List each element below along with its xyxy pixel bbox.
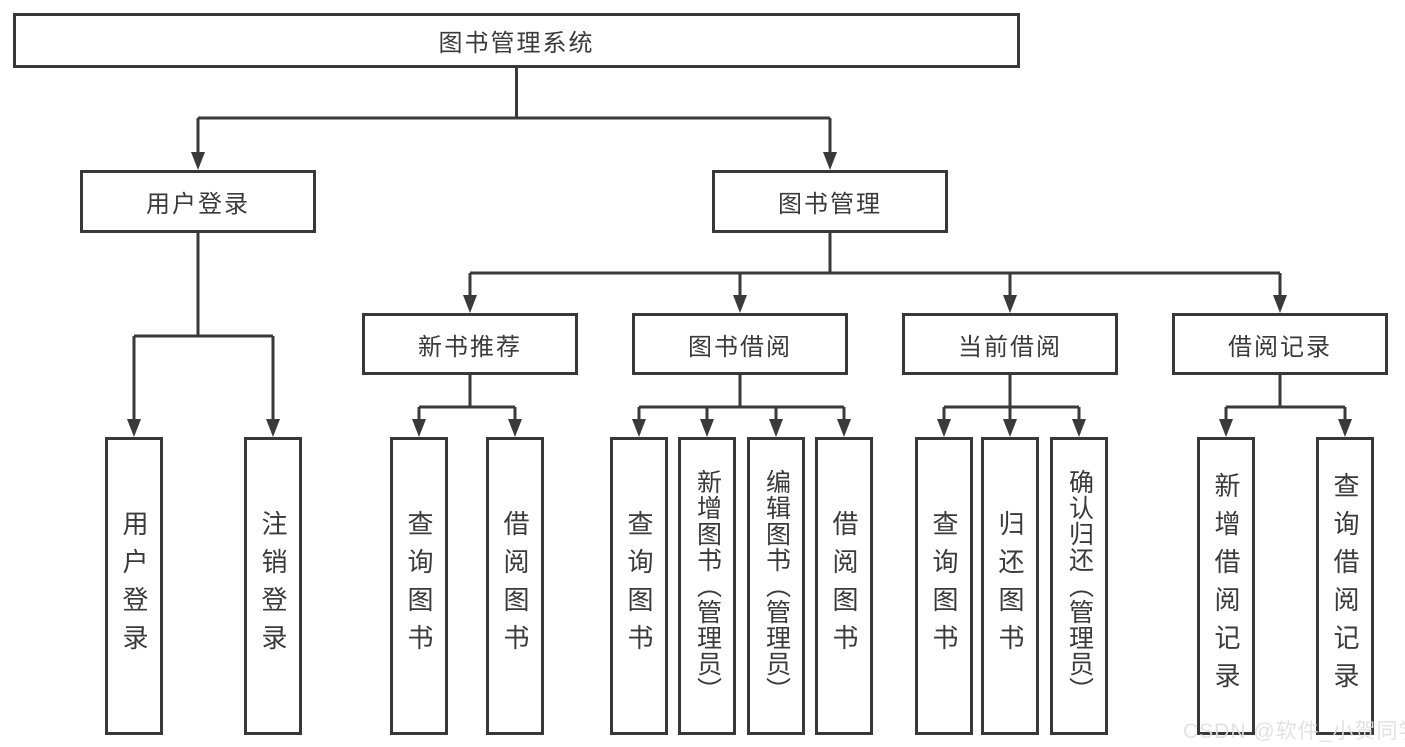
node-book-borrowing: 图书借阅 — [632, 313, 848, 375]
csdn-watermark: CSDN @软件_小贺同学 — [1183, 720, 1405, 743]
leaf-query-books-borrowing: 查询图书 — [610, 437, 668, 735]
node-label: 借阅图书 — [829, 510, 859, 662]
node-label: 编辑图书（管理员） — [762, 469, 791, 703]
node-current-borrowing: 当前借阅 — [902, 313, 1118, 375]
leaf-query-books-recommend: 查询图书 — [390, 437, 448, 735]
node-label: 图书管理系统 — [438, 30, 595, 57]
node-label: 注销登录 — [258, 510, 288, 662]
node-label: 查询图书 — [929, 510, 959, 662]
node-label: 查询图书 — [624, 510, 654, 662]
leaf-query-borrow-record: 查询借阅记录 — [1316, 437, 1374, 735]
leaf-borrow-books: 借阅图书 — [815, 437, 873, 735]
node-label: 归还图书 — [995, 510, 1025, 662]
node-label: 查询借阅记录 — [1330, 472, 1360, 700]
node-borrowing-records: 借阅记录 — [1172, 313, 1388, 375]
node-root-library-system: 图书管理系统 — [13, 13, 1020, 68]
leaf-add-books-admin: 新增图书（管理员） — [678, 437, 736, 735]
node-label: 查询图书 — [404, 510, 434, 662]
node-book-management: 图书管理 — [712, 170, 948, 233]
leaf-edit-books-admin: 编辑图书（管理员） — [747, 437, 805, 735]
node-label: 图书管理 — [778, 191, 882, 218]
leaf-return-books: 归还图书 — [981, 437, 1039, 735]
node-label: 用户登录 — [119, 510, 149, 662]
node-label: 新书推荐 — [418, 333, 522, 361]
node-label: 图书借阅 — [688, 333, 792, 361]
leaf-logout: 注销登录 — [244, 437, 302, 735]
node-label: 用户登录 — [146, 191, 250, 218]
node-label: 新增借阅记录 — [1211, 472, 1241, 700]
node-label: 确认归还（管理员） — [1065, 469, 1094, 703]
leaf-add-borrow-record: 新增借阅记录 — [1197, 437, 1255, 735]
leaf-query-books-current: 查询图书 — [915, 437, 973, 735]
node-user-login: 用户登录 — [80, 170, 316, 233]
node-label: 借阅记录 — [1228, 333, 1332, 361]
node-new-book-recommend: 新书推荐 — [362, 313, 578, 375]
node-label: 借阅图书 — [500, 510, 530, 662]
leaf-borrow-books-recommend: 借阅图书 — [486, 437, 544, 735]
leaf-confirm-return-admin: 确认归还（管理员） — [1050, 437, 1108, 735]
leaf-user-login: 用户登录 — [105, 437, 163, 735]
node-label: 当前借阅 — [958, 333, 1062, 361]
node-label: 新增图书（管理员） — [693, 469, 722, 703]
